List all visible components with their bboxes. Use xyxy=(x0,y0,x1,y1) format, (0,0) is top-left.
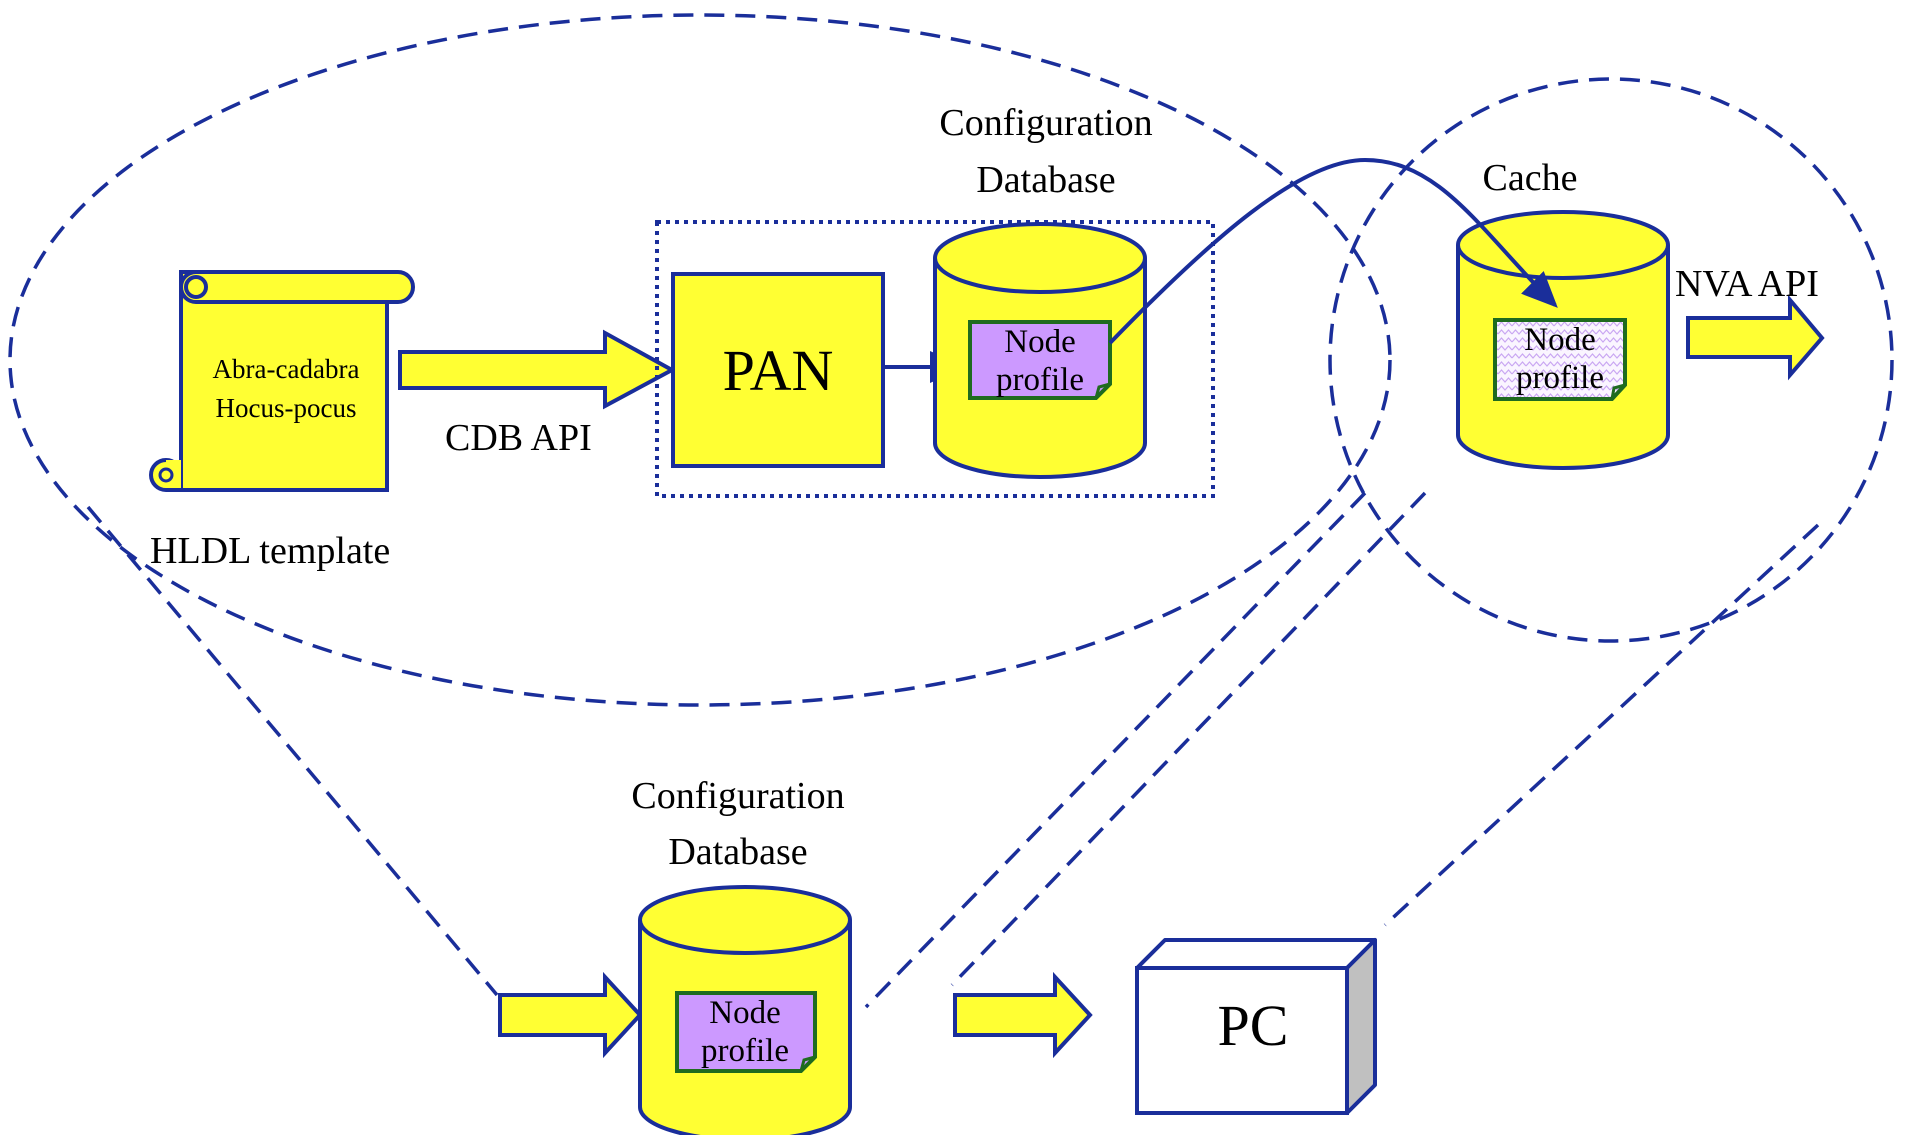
cached-node-profile-label-line-2: profile xyxy=(1516,360,1604,396)
to-pc-arrow-icon xyxy=(953,971,1093,1059)
cdb-api-arrow-icon xyxy=(398,329,677,410)
cached-node-profile-label-line-1: Node xyxy=(1524,322,1595,358)
bottom-node-profile-label-line-1: Node xyxy=(709,995,780,1031)
node-profile-label-line-1: Node xyxy=(1004,324,1075,360)
nva-api-label: NVA API xyxy=(1675,263,1819,305)
hldl-template-label: HLDL template xyxy=(150,530,390,572)
projection-line-center-right xyxy=(950,491,1427,987)
config-db-bottom-label-line-1: Configuration xyxy=(631,775,844,817)
config-db-dotted-frame xyxy=(655,220,1215,498)
bottom-node-profile-label-line-2: profile xyxy=(701,1033,789,1069)
scroll-text-line-2: Hocus-pocus xyxy=(216,393,357,423)
pan-box xyxy=(671,272,885,468)
config-db-top-label-line-2: Database xyxy=(976,159,1115,201)
projection-line-right xyxy=(1383,523,1820,927)
node-profile-label-line-2: profile xyxy=(996,362,1084,398)
node-profile-doc-icon xyxy=(968,320,1112,400)
projection-line-center-left xyxy=(864,491,1367,1009)
cdb-api-label: CDB API xyxy=(445,417,592,459)
pan-label: PAN xyxy=(723,338,834,403)
server-side-ellipse xyxy=(8,13,1392,707)
nva-api-arrow-icon xyxy=(1686,294,1825,381)
cache-label: Cache xyxy=(1483,157,1578,199)
bottom-left-arrow-icon xyxy=(498,971,643,1059)
bottom-node-profile-doc-icon xyxy=(675,991,817,1073)
config-db-top-label-line-1: Configuration xyxy=(939,102,1152,144)
config-db-bottom-label-line-2: Database xyxy=(668,831,807,873)
projection-line-left xyxy=(86,505,499,997)
pc-cube-icon xyxy=(1135,938,1377,1115)
cached-node-profile-doc-icon xyxy=(1493,318,1627,401)
profile-sync-curve-arrow xyxy=(1108,157,1558,345)
hldl-template-scroll-icon xyxy=(149,270,415,492)
pc-label: PC xyxy=(1218,993,1289,1058)
cache-ellipse xyxy=(1328,77,1894,643)
scroll-text-line-1: Abra-cadabra xyxy=(213,354,360,384)
